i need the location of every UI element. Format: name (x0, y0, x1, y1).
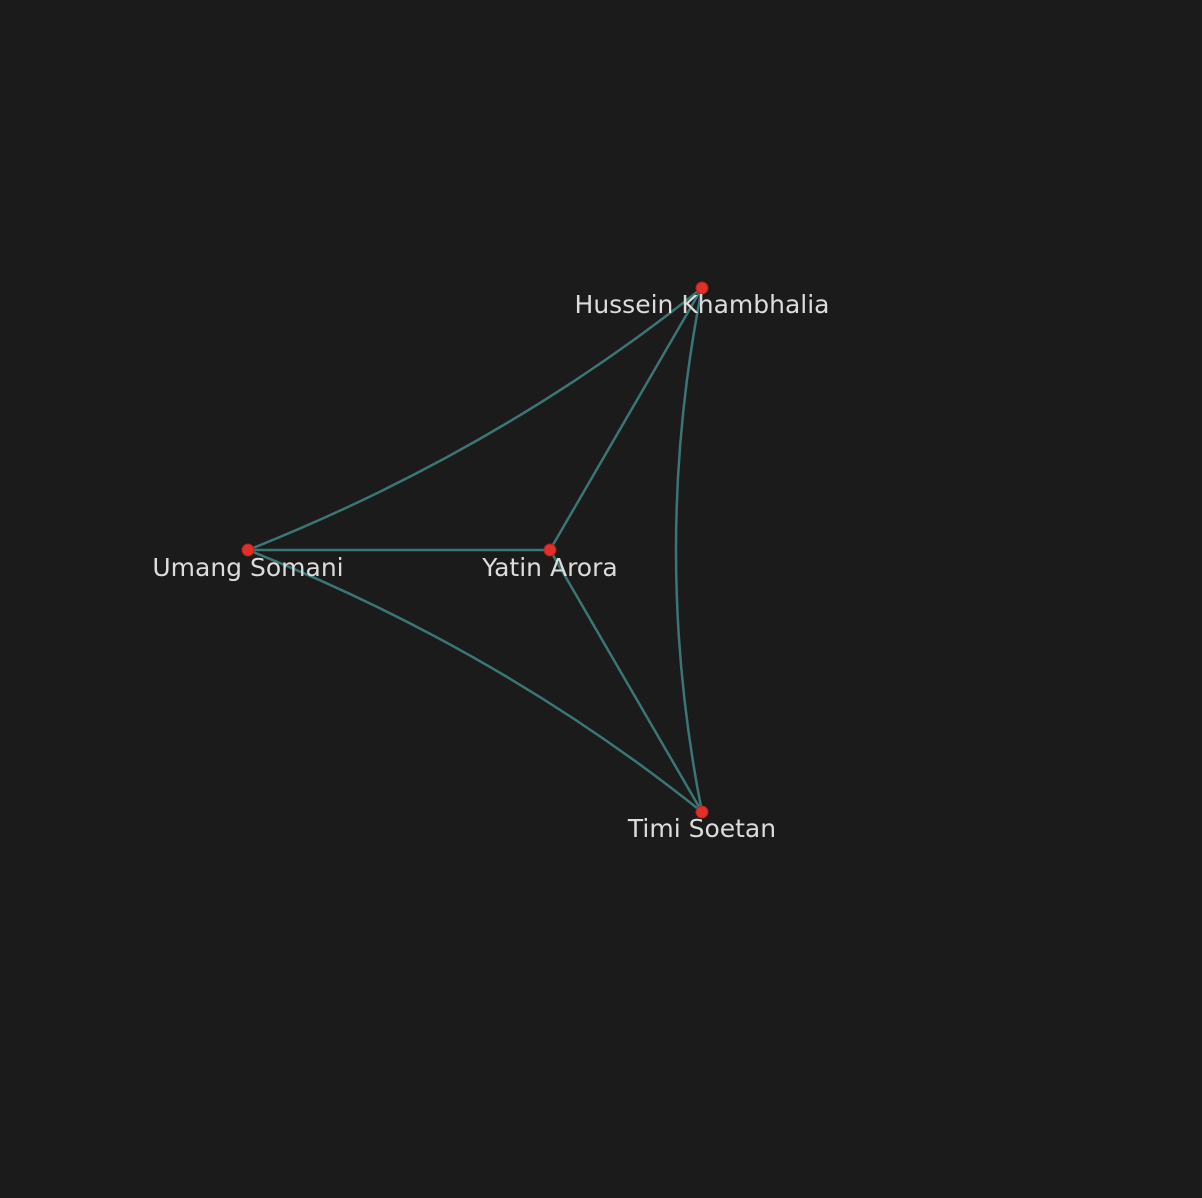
node-dot[interactable] (695, 281, 709, 295)
node-label: Hussein Khambhalia (575, 290, 830, 319)
node-hussein[interactable]: Hussein Khambhalia (575, 281, 830, 319)
edges-layer (247, 287, 704, 813)
edge-yatin-timi (548, 549, 704, 813)
node-label: Umang Somani (152, 553, 343, 582)
nodes-layer: Hussein Khambhalia Umang Somani Yatin Ar… (152, 281, 830, 843)
node-label: Timi Soetan (627, 814, 776, 843)
node-yatin[interactable]: Yatin Arora (481, 543, 618, 582)
node-dot[interactable] (241, 543, 255, 557)
edge-umang-hussein (247, 287, 703, 552)
node-timi[interactable]: Timi Soetan (627, 805, 776, 843)
node-umang[interactable]: Umang Somani (152, 543, 344, 582)
edge-yatin-hussein (548, 287, 704, 551)
node-label: Yatin Arora (481, 553, 617, 582)
edge-umang-timi (247, 548, 703, 813)
node-dot[interactable] (695, 805, 709, 819)
edge-hussein-timi (674, 287, 704, 813)
node-dot[interactable] (543, 543, 557, 557)
